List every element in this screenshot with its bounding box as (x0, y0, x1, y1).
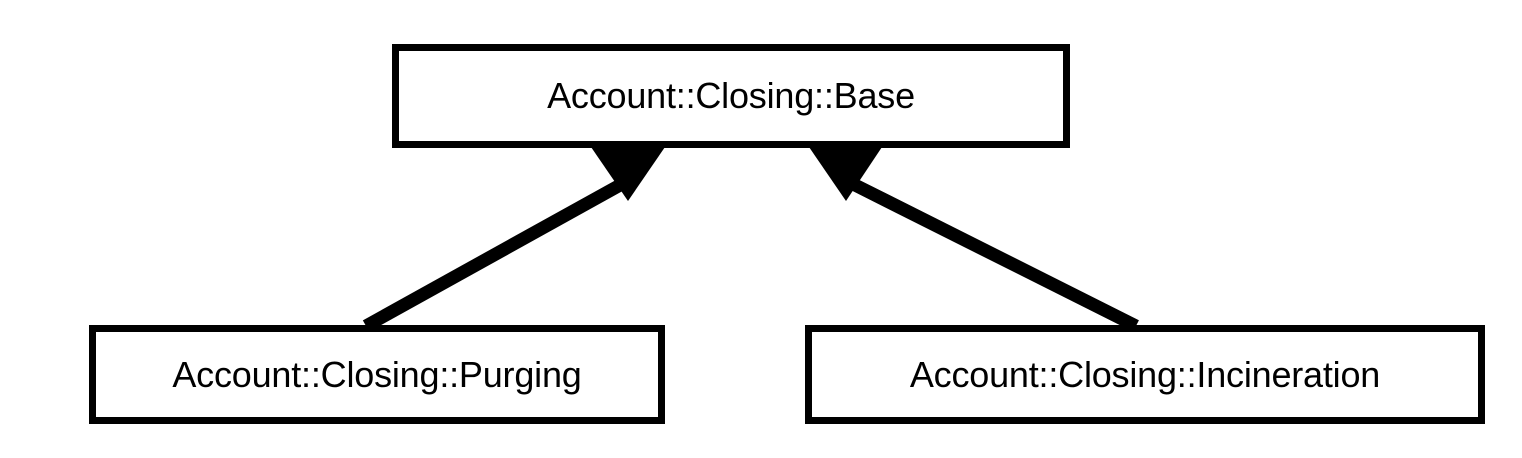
edge-incineration-to-base (809, 147, 1139, 332)
class-node-purging[interactable]: Account::Closing::Purging (89, 325, 665, 424)
edge-purging-to-base (362, 147, 665, 332)
class-node-base-label: Account::Closing::Base (547, 75, 915, 116)
class-node-incineration-label: Account::Closing::Incineration (909, 353, 1381, 395)
edge-purging-to-base-arrowhead (591, 147, 665, 201)
edge-incineration-to-base-arrowhead (809, 147, 882, 201)
class-node-base[interactable]: Account::Closing::Base (392, 44, 1070, 148)
class-node-incineration[interactable]: Account::Closing::Incineration (805, 325, 1485, 424)
edge-incineration-to-base-line (850, 178, 1139, 332)
class-node-purging-label: Account::Closing::Purging (172, 353, 582, 395)
edge-purging-to-base-line (362, 178, 626, 332)
